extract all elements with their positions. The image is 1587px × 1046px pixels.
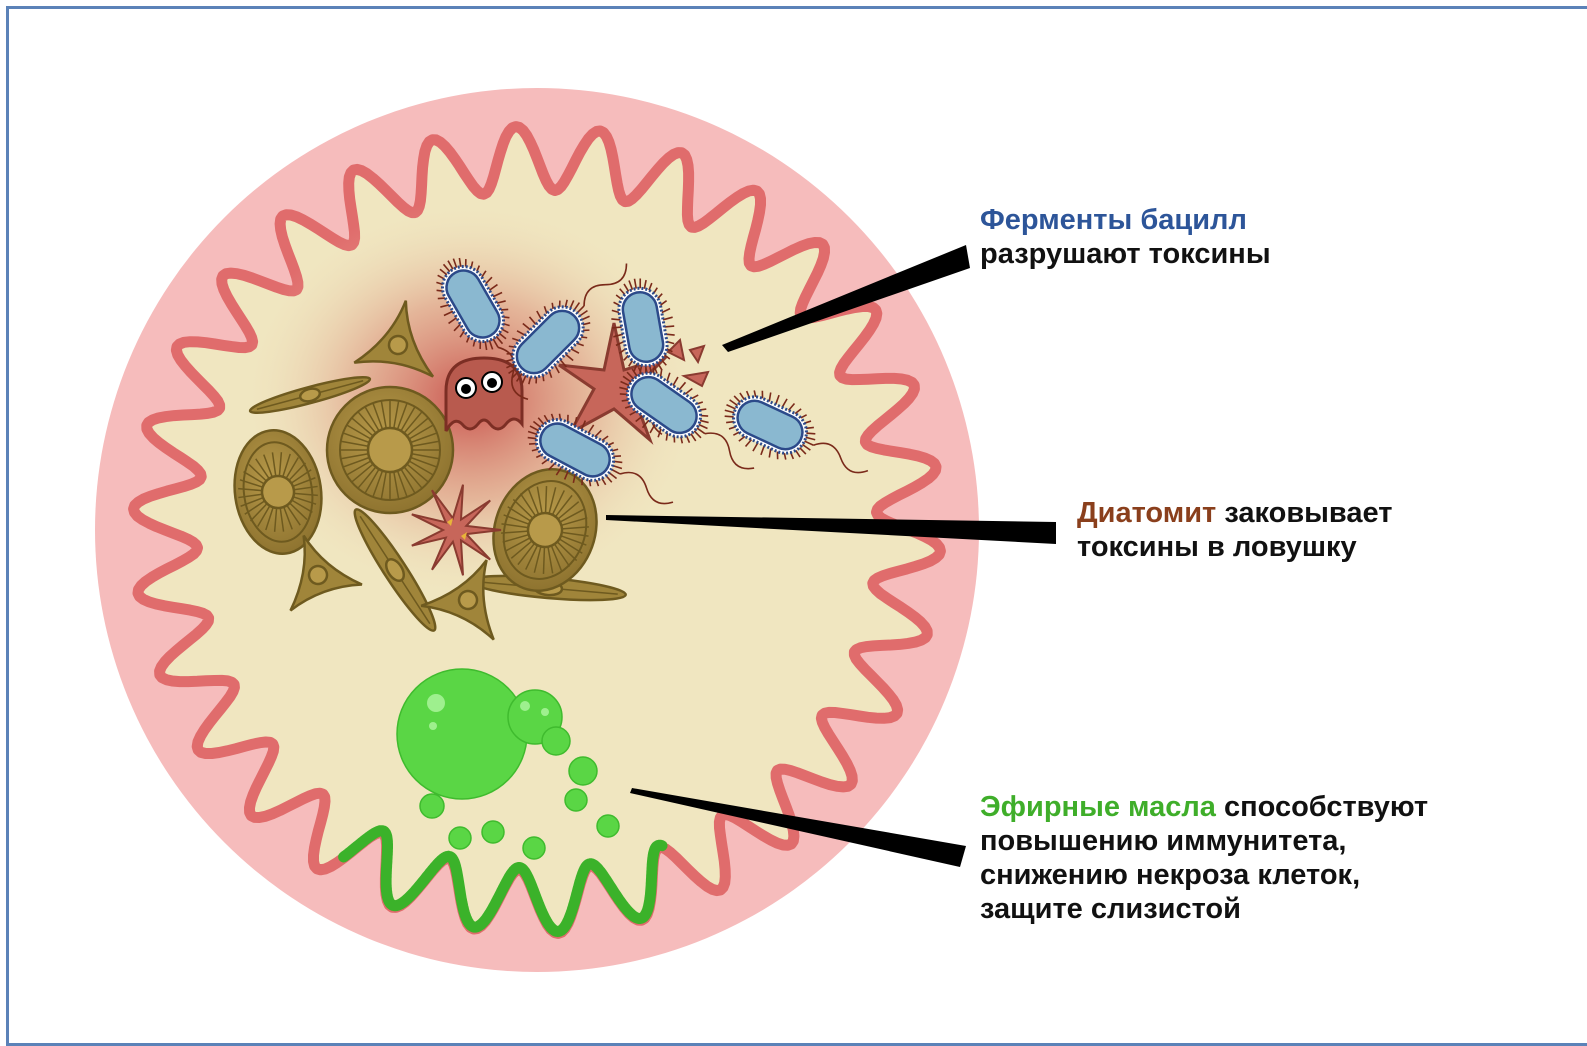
label-diatomite: Диатомит заковывает токсины в ловушку: [1077, 496, 1392, 564]
label-oils-text-3: снижению некроза клеток,: [980, 858, 1428, 892]
label-diatomite-text-2: токсины в ловушку: [1077, 530, 1392, 564]
label-bacilli-highlight: Ферменты бацилл: [980, 204, 1247, 236]
toxin-monster: [446, 358, 522, 431]
label-diatomite-highlight: Диатомит: [1077, 497, 1216, 529]
label-bacilli: Ферменты бацилл разрушают токсины: [980, 203, 1271, 271]
label-oils: Эфирные масла способствуют повышению имм…: [980, 790, 1428, 926]
label-oils-text-1: способствуют: [1216, 791, 1428, 823]
label-diatomite-text-1: заковывает: [1216, 497, 1392, 529]
label-oils-text-4: защите слизистой: [980, 892, 1428, 926]
label-oils-highlight: Эфирные масла: [980, 791, 1216, 823]
label-oils-text-2: повышению иммунитета,: [980, 824, 1428, 858]
label-bacilli-text: разрушают токсины: [980, 237, 1271, 271]
